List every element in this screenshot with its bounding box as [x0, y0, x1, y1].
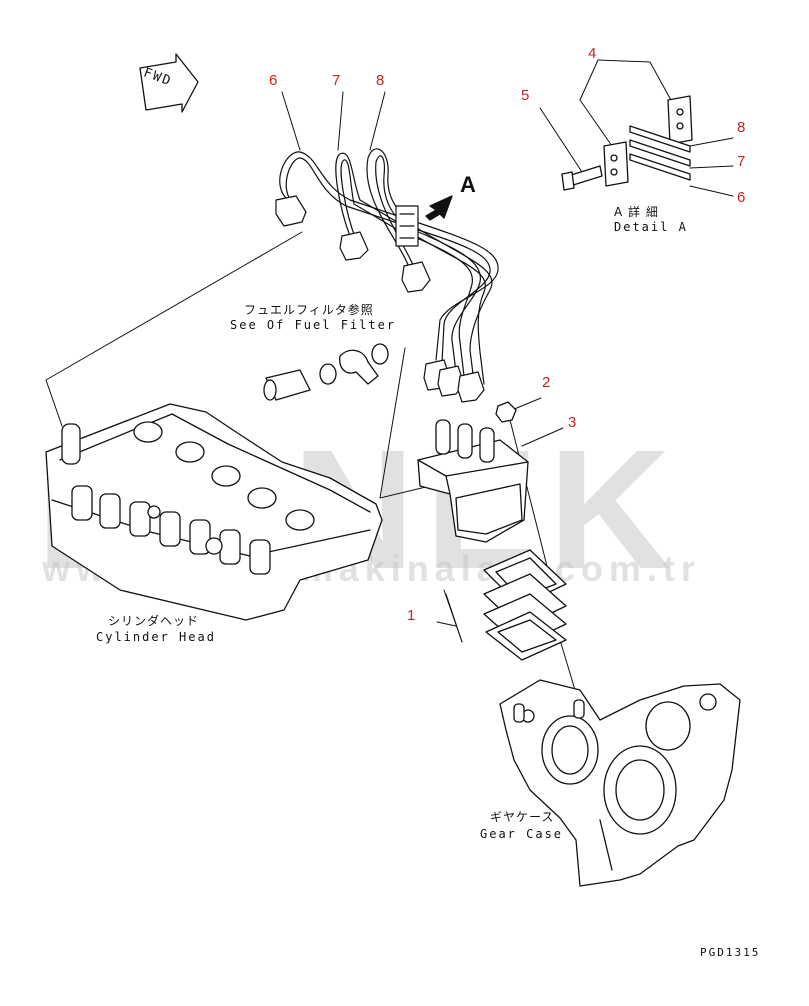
injection-pipes [275, 148, 499, 403]
view-a-marker: A [460, 172, 476, 197]
callout-3: 3 [568, 414, 577, 431]
callout-8-top: 8 [376, 72, 385, 89]
gear-case-label-en: Gear Case [480, 827, 564, 841]
cylinder-head-label-jp: シリンダヘッド [108, 614, 200, 628]
detail-a-parts [561, 95, 693, 191]
callout-5: 5 [521, 87, 530, 104]
callout-2: 2 [542, 374, 551, 391]
detail-a-label-en: Detail A [614, 220, 688, 234]
cylinder-head-label-en: Cylinder Head [96, 630, 216, 644]
fuel-filter-label-en: See Of Fuel Filter [230, 318, 397, 332]
gear-case [499, 679, 741, 887]
callout-1: 1 [407, 607, 416, 624]
callout-6-top: 6 [269, 72, 278, 89]
fuel-filter-label-jp: フュエルフィルタ参照 [244, 303, 374, 317]
fuel-filter-fittings [263, 343, 389, 401]
gear-case-label-jp: ギヤケース [490, 810, 555, 824]
callout-4: 4 [588, 45, 597, 62]
fwd-arrow-icon [139, 53, 199, 113]
callout-8-detail: 8 [737, 119, 746, 136]
callout-7-detail: 7 [737, 153, 746, 170]
callout-7-top: 7 [332, 72, 341, 89]
callout-6-detail: 6 [737, 189, 746, 206]
drawing-code: PGD1315 [700, 946, 761, 959]
cylinder-head [45, 403, 383, 621]
gasket-set [483, 549, 567, 661]
detail-a-label-jp: A 詳 細 [614, 205, 659, 219]
view-arrow-icon [425, 195, 453, 221]
injection-pump [417, 401, 529, 543]
